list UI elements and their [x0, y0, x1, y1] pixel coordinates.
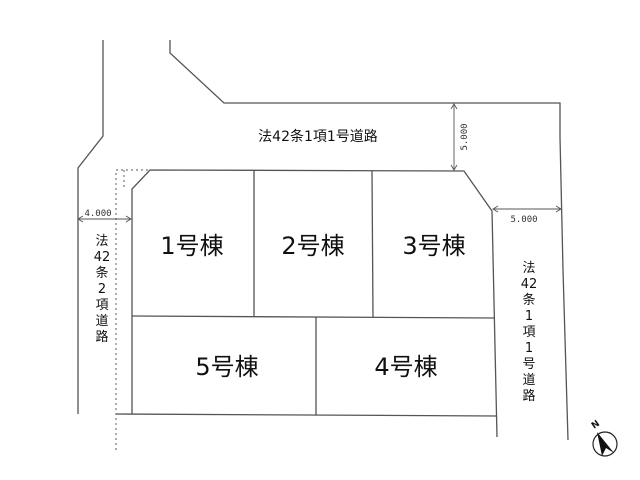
lot-3-label: 3号棟 — [402, 232, 465, 260]
svg-text:道: 道 — [522, 373, 535, 388]
svg-text:項: 項 — [522, 325, 535, 340]
svg-text:項: 項 — [95, 298, 108, 313]
svg-text:条: 条 — [95, 265, 108, 281]
north-arrow-icon: N — [590, 419, 618, 457]
east-road-label: 法 42 条 1 項 1 号 道 路 — [521, 261, 538, 404]
svg-text:法: 法 — [522, 261, 535, 276]
svg-text:路: 路 — [522, 388, 535, 404]
lot-5-label: 5号棟 — [195, 353, 258, 381]
east-road-width: 5.000 — [510, 215, 537, 225]
svg-text:道: 道 — [95, 314, 108, 329]
svg-text:号: 号 — [522, 357, 535, 372]
svg-text:条: 条 — [522, 292, 535, 308]
north-road-width: 5.000 — [460, 123, 470, 150]
setback-lines — [115, 169, 150, 450]
lot-2-label: 2号棟 — [281, 232, 344, 260]
west-road-label: 法 42 条 2 項 道 路 — [94, 234, 111, 345]
dimension-north: 5.000 — [450, 103, 470, 171]
svg-text:1: 1 — [525, 309, 533, 324]
svg-text:1: 1 — [525, 341, 533, 356]
west-setback-dotted — [115, 169, 150, 450]
svg-text:N: N — [590, 419, 602, 432]
north-road-label: 法42条1項1号道路 — [258, 128, 378, 145]
lot-1-label: 1号棟 — [160, 232, 223, 260]
dimension-east: 5.000 — [492, 205, 562, 225]
west-road-width: 4.000 — [84, 209, 111, 219]
svg-text:路: 路 — [95, 329, 108, 345]
east-road-outer-line — [559, 136, 569, 441]
dimension-west: 4.000 — [77, 209, 132, 223]
svg-text:法: 法 — [95, 234, 108, 249]
road-boundaries — [77, 40, 569, 441]
site-outer-boundary — [131, 169, 498, 438]
svg-text:42: 42 — [521, 277, 538, 292]
west-road-outer-line — [77, 40, 104, 414]
site-bottom-line — [115, 413, 498, 417]
svg-text:2: 2 — [98, 282, 106, 297]
lot-4-label: 4号棟 — [374, 353, 437, 381]
svg-text:42: 42 — [94, 250, 111, 265]
lot-dividers — [131, 170, 495, 415]
north-road-upper-line — [169, 40, 561, 137]
